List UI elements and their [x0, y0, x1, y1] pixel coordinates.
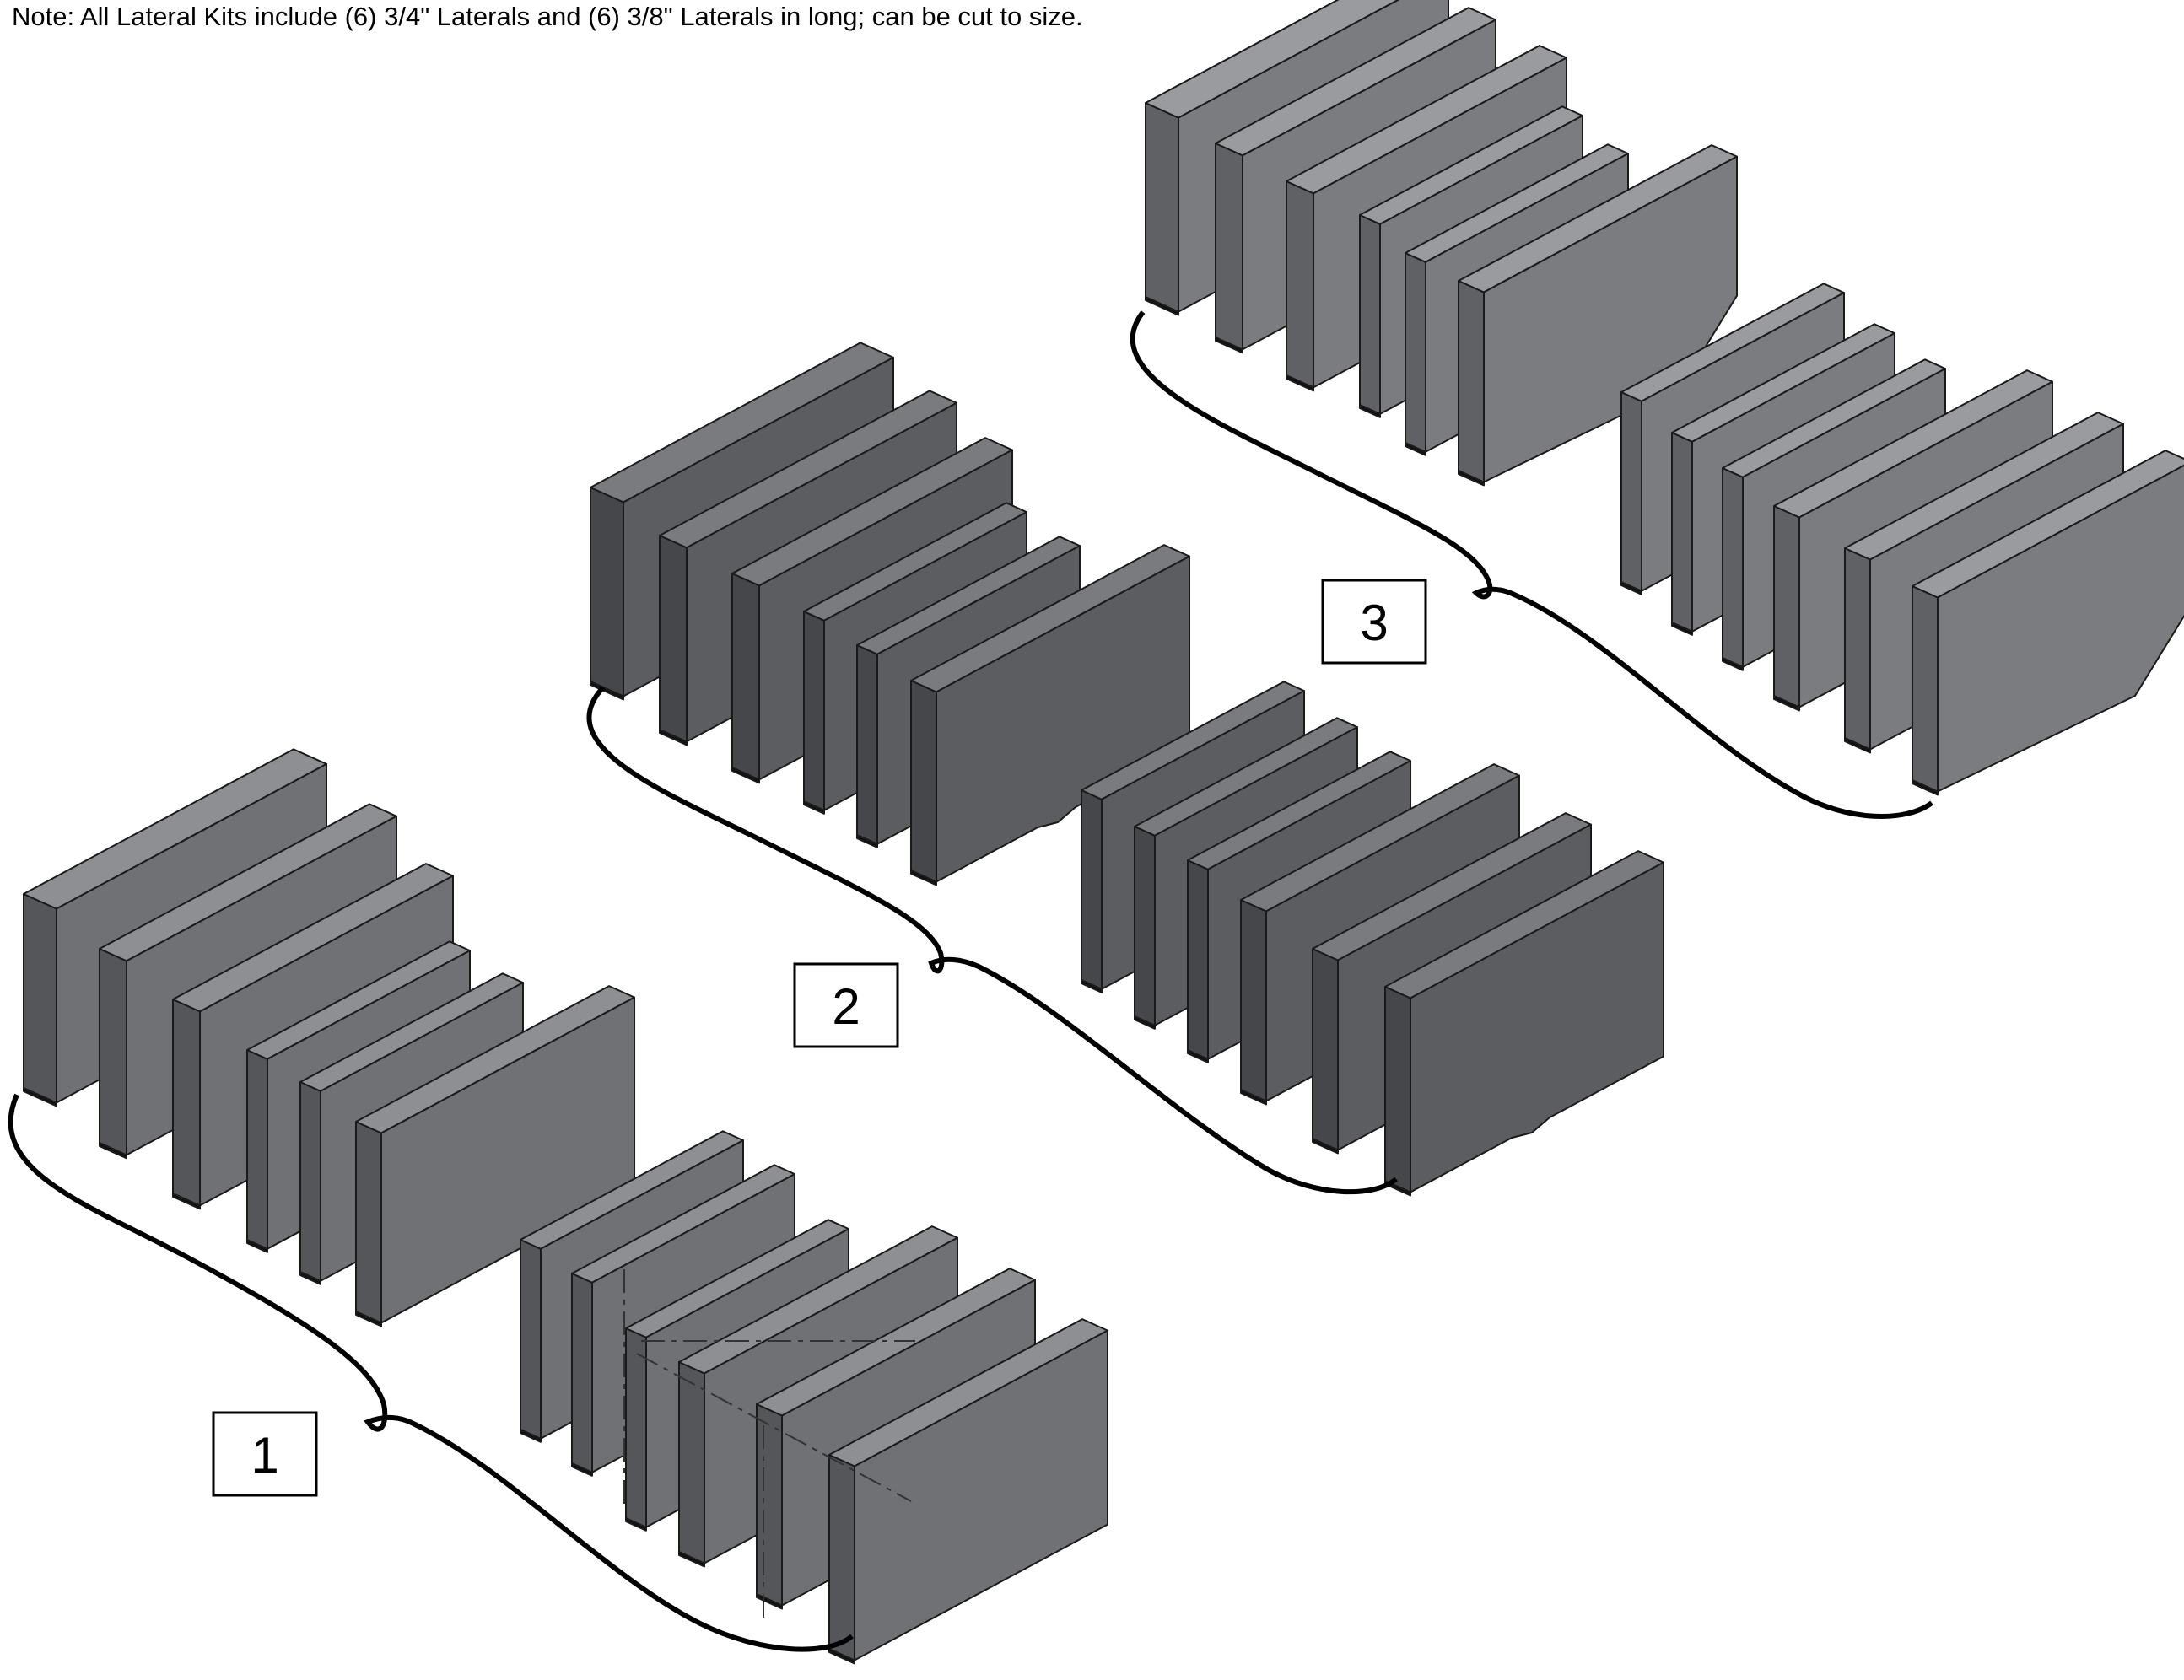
pad-edge-face — [1240, 899, 1267, 1102]
pad-edge-face — [246, 1049, 268, 1250]
pad-edge-face — [1187, 859, 1209, 1060]
pad-edge-face — [1912, 585, 1939, 793]
kit-braces — [8, 310, 1933, 1652]
kit-3-brace — [1130, 310, 1933, 819]
pad-edge-face — [1286, 180, 1314, 389]
lateral-pads — [23, 0, 2184, 1665]
pad-edge-face — [1773, 505, 1800, 708]
kit-2-brace — [586, 685, 1398, 1195]
pad-edge-face — [1405, 252, 1426, 453]
lateral-pad — [355, 985, 635, 1327]
pad-front-face — [1937, 464, 2184, 793]
kit-3-label-box: 3 — [1321, 579, 1427, 665]
pad-edge-face — [1359, 214, 1381, 415]
pad-edge-face — [1620, 391, 1642, 592]
kit-1-label-box: 1 — [212, 1411, 318, 1497]
pad-front-face — [1410, 861, 1664, 1193]
pad-edge-face — [625, 1327, 647, 1528]
pad-edge-face — [1844, 547, 1871, 751]
pad-edge-face — [756, 1403, 783, 1607]
pad-front-face — [854, 1329, 1108, 1661]
pad-edge-face — [355, 1121, 382, 1324]
pad-edge-face — [590, 487, 624, 697]
kit-1-centerlines — [623, 1269, 915, 1619]
pad-edge-face — [1134, 826, 1156, 1026]
pad-edge-face — [1312, 948, 1339, 1151]
kit-2-label-box: 2 — [793, 962, 899, 1048]
pad-edge-face — [1458, 280, 1485, 483]
pad-edge-face — [678, 1361, 705, 1564]
lateral-pad — [910, 544, 1190, 886]
lateral-pad — [1384, 850, 1664, 1197]
kit-3-label: 3 — [1360, 595, 1388, 651]
pad-edge-face — [1671, 432, 1693, 633]
pad-edge-face — [1722, 467, 1744, 668]
kit-1-brace — [8, 1093, 854, 1652]
pad-edge-face — [1145, 102, 1179, 313]
kit-2-label: 2 — [832, 978, 860, 1035]
pad-edge-face — [99, 948, 127, 1156]
pad-edge-face — [856, 644, 878, 845]
pad-edge-face — [571, 1273, 593, 1473]
pad-top-face — [1912, 450, 2184, 599]
pad-edge-face — [731, 573, 760, 781]
pad-edge-face — [1215, 143, 1243, 351]
pad-edge-face — [172, 999, 201, 1207]
pad-edge-face — [520, 1239, 542, 1440]
pad-edge-face — [910, 680, 937, 883]
pad-top-face — [1145, 0, 1400, 119]
lateral-kits-note: Note: All Lateral Kits include (6) 3/4" … — [12, 2, 1083, 31]
pad-edge-face — [299, 1081, 321, 1282]
kit-1-label: 1 — [251, 1427, 278, 1483]
pad-edge-face — [803, 611, 825, 811]
pad-edge-face — [659, 535, 688, 743]
pad-edge-face — [1081, 789, 1103, 990]
pad-edge-face — [828, 1454, 855, 1661]
lateral-pad — [1912, 450, 2184, 796]
lateral-pad — [1458, 144, 1738, 487]
pad-edge-face — [1384, 986, 1411, 1193]
lateral-pad — [828, 1318, 1108, 1665]
pad-edge-face — [23, 893, 57, 1104]
